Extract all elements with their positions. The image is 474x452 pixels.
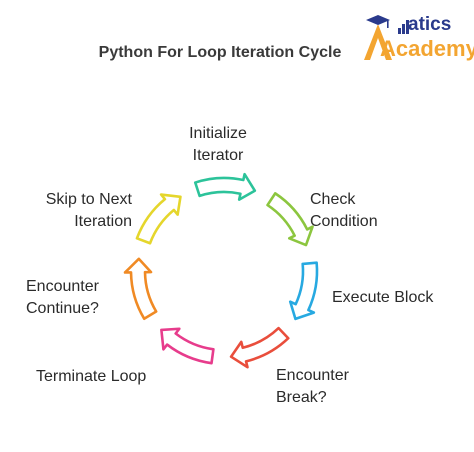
step-label-initialize-iterator: Initialize Iterator [189, 125, 247, 164]
cycle-arrow-execute [288, 261, 319, 321]
logo-text-atics: atics [408, 14, 452, 35]
step-label-encounter-break: Encounter Break? [276, 367, 349, 406]
step-label-terminate-loop: Terminate Loop [36, 368, 147, 385]
cycle-arrow-skip [135, 193, 182, 245]
brand-logo: atics Academy [358, 10, 474, 66]
step-label-execute-block: Execute Block [332, 289, 434, 306]
cycle-arrow-break [229, 326, 290, 369]
step-label-encounter-continue: Encounter Continue? [26, 278, 99, 317]
cycle-arrow-terminate [160, 327, 215, 365]
logo-icon [364, 15, 409, 60]
cycle-arrow-check [266, 192, 314, 247]
logo-text-academy: Academy [380, 36, 474, 61]
step-label-skip-to-next-iteration: Skip to Next Iteration [45, 191, 132, 230]
cycle-arrow-initialize [193, 172, 257, 201]
diagram-title: Python For Loop Iteration Cycle [98, 44, 342, 61]
step-label-check-condition: Check Condition [310, 191, 378, 230]
cycle-arrow-continue [123, 257, 158, 320]
